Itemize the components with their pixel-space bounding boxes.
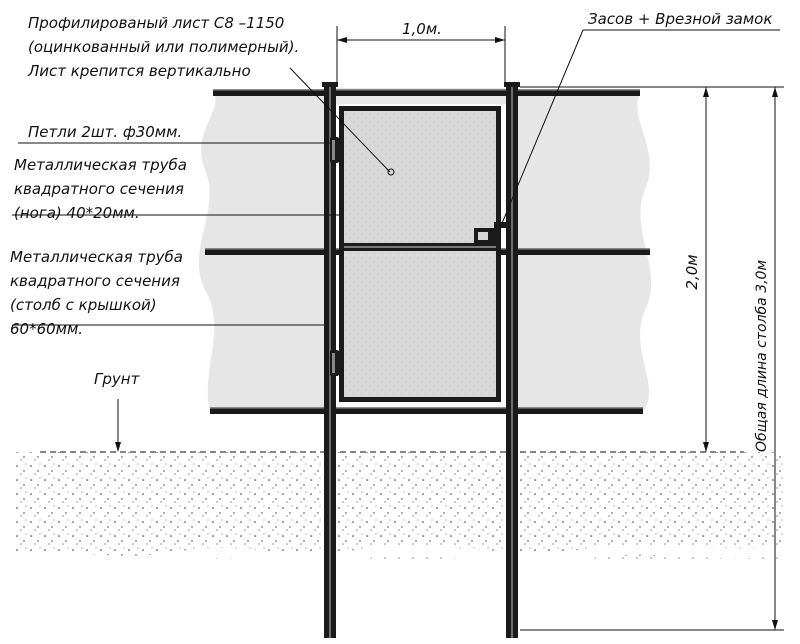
- post-pipe-label-line2: квадратного сечения: [10, 272, 180, 290]
- post-pipe-label-line3: (столб с крышкой): [10, 296, 157, 314]
- gate-leaf: [339, 106, 501, 402]
- post-pipe-label-line1: Металлическая труба: [10, 248, 183, 266]
- latch-label: Засов + Врезной замок: [588, 10, 772, 28]
- sheet-label-line2: (оцинкованный или полимерный).: [28, 38, 299, 56]
- hinges-label: Петли 2шт. ф30мм.: [28, 123, 182, 141]
- right-post: [504, 82, 520, 638]
- dimension-gate-height: [520, 86, 716, 452]
- soil-edge: [13, 544, 785, 566]
- sheet-label-line3: Лист крепится вертикально: [27, 62, 251, 80]
- latch-lock: [474, 222, 506, 244]
- hinge-bottom: [330, 350, 339, 376]
- post-length-value: Общая длина столба 3,0м: [754, 260, 770, 452]
- ground-soil: [14, 452, 784, 560]
- gate-pipe-label-line2: квадратного сечения: [14, 180, 184, 198]
- gate-width-value: 1,0м.: [402, 20, 442, 38]
- ground-label: Грунт: [94, 370, 141, 388]
- sheet-label-line1: Профилированый лист С8 –1150: [28, 14, 284, 32]
- dimension-gate-width: [336, 26, 506, 84]
- post-pipe-label-line4: 60*60мм.: [10, 320, 83, 338]
- hinge-top: [330, 137, 339, 163]
- dimension-post-length: [520, 86, 784, 631]
- gate-pipe-label-line1: Металлическая труба: [14, 156, 187, 174]
- gate-height-value: 2,0м: [683, 254, 701, 289]
- leader-lines: [12, 29, 780, 452]
- gate-pipe-label-line3: (нога) 40*20мм.: [14, 204, 140, 222]
- sheet-pointer-dot: [387, 168, 395, 176]
